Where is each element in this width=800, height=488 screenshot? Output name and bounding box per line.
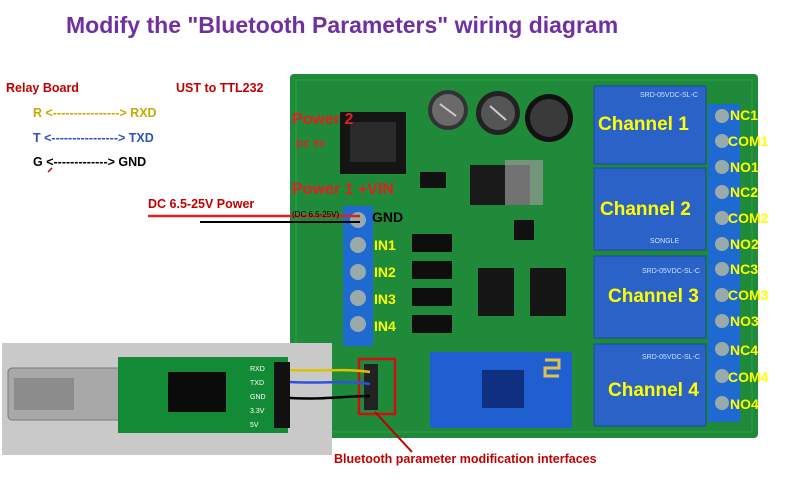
input-label-in4: IN4 (374, 318, 396, 334)
bt-pointer-arrow (374, 411, 413, 453)
relay-brand-2: SONGLE (650, 238, 680, 245)
terminal-com3: COM3 (728, 287, 769, 303)
usb-pin-3v3: 3.3V (250, 408, 265, 415)
usb-pin-txd: TXD (250, 380, 264, 387)
legend-header-relay-board: Relay Board (6, 81, 79, 95)
terminal-com2: COM2 (728, 210, 769, 226)
terminal-no2: NO2 (730, 236, 759, 252)
terminal-nc1: NC1 (730, 107, 759, 123)
channel-label-3: Channel 3 (608, 286, 699, 307)
terminal-com4: COM4 (728, 369, 769, 385)
diagram-title: Modify the "Bluetooth Parameters" wiring… (66, 12, 619, 38)
terminal-nc3: NC3 (730, 261, 759, 277)
legend-header-usb-ttl: UST to TTL232 (176, 81, 264, 95)
terminal-nc4: NC4 (730, 342, 759, 358)
channel-label-1: Channel 1 (598, 114, 689, 135)
usb-pin-gnd: GND (250, 394, 266, 401)
relay-marking-3: SRD-05VDC-SL-C (642, 268, 700, 275)
relay-marking-1: SRD-05VDC-SL-C (640, 92, 698, 99)
power1-label: Power 1 +VIN (292, 181, 394, 198)
power1-voltage: (DC 6.5-25V) (292, 210, 340, 219)
relay-marking-4: SRD-05VDC-SL-C (642, 354, 700, 361)
wire-rxd (289, 368, 371, 374)
power2-voltage: DC 5V (296, 139, 326, 150)
legend-row-gnd: G <-------------> GND (33, 155, 147, 169)
usb-pin-5v: 5V (250, 422, 259, 429)
usb-pin-rxd: RXD (250, 366, 265, 373)
channel-label-2: Channel 2 (600, 199, 691, 220)
wire-gnd (289, 394, 371, 400)
bt-interface-label: Bluetooth parameter modification interfa… (334, 452, 597, 466)
gnd-label: GND (372, 209, 404, 225)
input-label-in1: IN1 (374, 237, 396, 253)
input-label-in3: IN3 (374, 291, 396, 307)
terminal-nc2: NC2 (730, 184, 759, 200)
capacitors (428, 90, 573, 142)
power2-label: Power 2 (292, 111, 354, 128)
wire-txd (289, 380, 371, 386)
terminal-no4: NO4 (730, 396, 759, 412)
relays (593, 85, 707, 427)
terminal-no1: NO1 (730, 159, 759, 175)
legend-row-txd: T <----------------> TXD (33, 131, 154, 145)
terminal-no3: NO3 (730, 313, 759, 329)
terminal-com1: COM1 (728, 133, 769, 149)
dc-power-label: DC 6.5-25V Power (148, 197, 255, 211)
optocouplers (412, 234, 452, 333)
legend-row-rxd: R <----------------> RXD (33, 106, 157, 120)
input-label-in2: IN2 (374, 264, 396, 280)
channel-label-4: Channel 4 (608, 380, 699, 401)
